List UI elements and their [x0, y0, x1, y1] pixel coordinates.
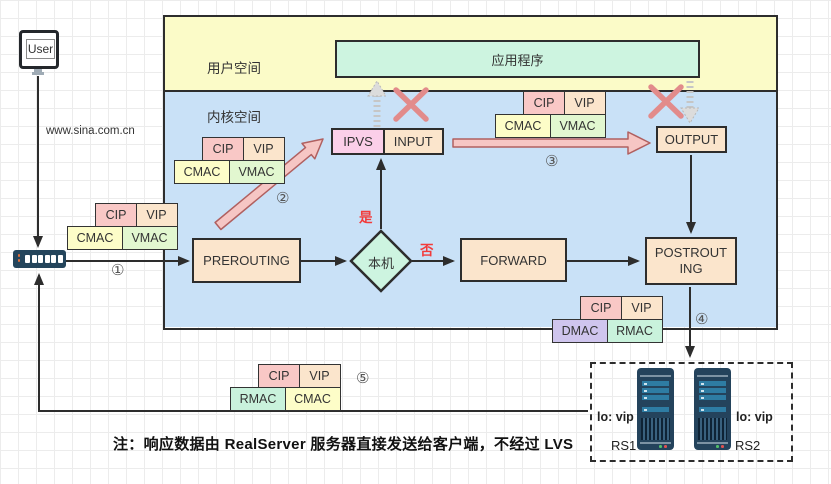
- step-3-badge: ③: [545, 153, 559, 170]
- packet-cell-vip: VIP: [242, 137, 285, 161]
- node-prerouting: PREROUTING: [192, 238, 301, 283]
- packet-cell-vmac: VMAC: [549, 113, 606, 138]
- realserver-group-box: [590, 362, 793, 462]
- user-url-label: www.sina.com.cn: [46, 125, 135, 137]
- packet-table-3-ip-row: CIP VIP: [523, 91, 606, 115]
- packet-cell-cmac: CMAC: [284, 386, 341, 411]
- packet-cell-vmac: VMAC: [121, 225, 178, 250]
- rs2-label: RS2: [735, 438, 761, 453]
- packet-cell-cip: CIP: [580, 296, 622, 320]
- packet-cell-vmac: VMAC: [228, 159, 285, 184]
- node-postrouting: POSTROUTING: [645, 237, 737, 285]
- node-ipvs: IPVS: [331, 128, 385, 155]
- user-space-label: 用户空间: [207, 61, 261, 76]
- packet-cell-cmac: CMAC: [67, 225, 123, 250]
- packet-table-1-ip-row: CIP VIP: [95, 203, 178, 227]
- packet-cell-cip: CIP: [258, 364, 300, 388]
- packet-cell-cip: CIP: [523, 91, 565, 115]
- note-text: 注：响应数据由 RealServer 服务器直接发送给客户端，不经过 LVS: [113, 436, 574, 453]
- lo-vip-label-rs1: lo: vip: [597, 410, 634, 424]
- packet-cell-vip: VIP: [620, 296, 663, 320]
- rs1-label: RS1: [611, 438, 637, 453]
- switch-icon: [13, 250, 66, 268]
- packet-table-5-ip-row: CIP VIP: [258, 364, 341, 388]
- server-icon-rs2: [694, 368, 731, 450]
- packet-cell-cip: CIP: [202, 137, 244, 161]
- packet-cell-cip: CIP: [95, 203, 137, 227]
- packet-cell-dmac: DMAC: [552, 318, 608, 343]
- user-monitor-icon: User: [19, 30, 59, 69]
- monitor-stand-base: [32, 72, 44, 75]
- step-5-badge: ⑤: [356, 370, 370, 387]
- server-icon-rs1: [637, 368, 674, 450]
- packet-cell-rmac: RMAC: [230, 386, 286, 411]
- node-input: INPUT: [382, 128, 444, 155]
- packet-cell-vip: VIP: [298, 364, 341, 388]
- user-label: User: [26, 39, 55, 59]
- step-4-badge: ④: [695, 311, 709, 328]
- lo-vip-label-rs2: lo: vip: [736, 410, 773, 424]
- node-forward: FORWARD: [460, 238, 567, 282]
- packet-cell-vip: VIP: [135, 203, 178, 227]
- packet-table-2-ip-row: CIP VIP: [202, 137, 285, 161]
- kernel-space-label: 内核空间: [207, 110, 261, 125]
- monitor-stand: [34, 69, 42, 72]
- packet-table-3-mac-row: CMAC VMAC: [495, 113, 606, 138]
- packet-table-1-mac-row: CMAC VMAC: [67, 225, 178, 250]
- step-1-badge: ①: [111, 262, 125, 279]
- packet-cell-cmac: CMAC: [174, 159, 230, 184]
- decision-label: 本机: [367, 256, 394, 271]
- decision-yes-label: 是: [359, 210, 373, 225]
- decision-no-label: 否: [420, 243, 434, 258]
- node-output: OUTPUT: [656, 126, 727, 153]
- packet-table-2-mac-row: CMAC VMAC: [174, 159, 285, 184]
- packet-cell-vip: VIP: [563, 91, 606, 115]
- packet-table-4-ip-row: CIP VIP: [580, 296, 663, 320]
- packet-table-4-mac-row: DMAC RMAC: [552, 318, 663, 343]
- packet-table-5-mac-row: RMAC CMAC: [230, 386, 341, 411]
- application-box: 应用程序: [335, 40, 700, 78]
- step-2-badge: ②: [276, 190, 290, 207]
- packet-cell-cmac: CMAC: [495, 113, 551, 138]
- packet-cell-rmac: RMAC: [606, 318, 663, 343]
